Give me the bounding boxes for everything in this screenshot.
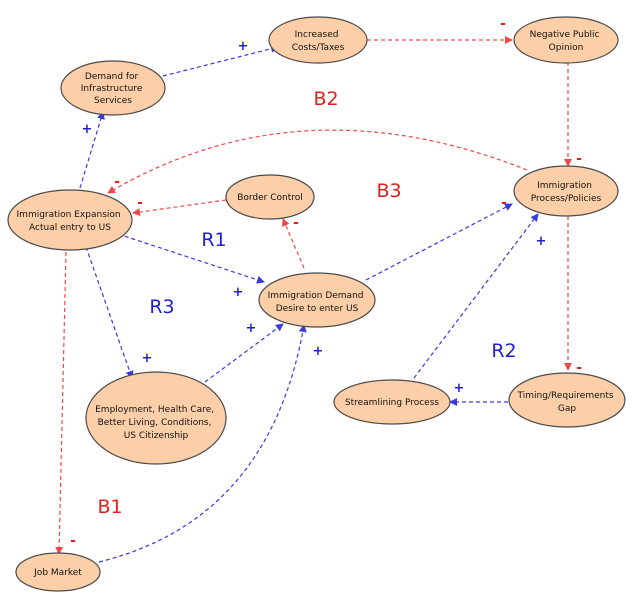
edges: [55, 36, 572, 563]
sign-demand-to-border: -: [293, 215, 299, 231]
loop-label-b1: B1: [97, 496, 122, 518]
edge-expansion-to-employment[interactable]: [85, 246, 134, 379]
polarity-signs: + + - - - - - + - + + - + - + +: [70, 16, 582, 549]
edge-jobmarket-to-demand[interactable]: [98, 324, 307, 563]
loop-label-b3: B3: [376, 180, 401, 202]
node-border-control[interactable]: Border Control: [225, 174, 315, 220]
node-increased-costs[interactable]: Increased Costs/Taxes: [268, 16, 368, 64]
sign-expansion-to-jobmarket: -: [70, 533, 76, 549]
sign-demand-to-process: -: [501, 195, 507, 211]
node-label: Timing/Requirements Gap: [517, 391, 617, 414]
edge-streamlining-to-process[interactable]: [413, 213, 539, 379]
loop-labels: B2 B3 R1 R3 R2 B1: [97, 88, 516, 518]
node-label: Job Market: [33, 568, 82, 578]
node-label: Streamlining Process: [345, 398, 439, 408]
nodes: Demand for Infrastructure Services Incre…: [7, 16, 626, 592]
sign-jobmarket-to-demand: +: [313, 344, 324, 359]
node-label: Demand for Infrastructure Services: [81, 72, 145, 106]
sign-streamlining-to-process: +: [536, 234, 547, 249]
node-label: Border Control: [237, 193, 303, 203]
edge-process-to-expansion[interactable]: [107, 129, 528, 194]
node-employment[interactable]: Employment, Health Care, Better Living, …: [85, 371, 227, 465]
sign-process-to-timing: -: [576, 360, 582, 376]
sign-timing-to-streamlining: +: [454, 381, 465, 396]
sign-process-to-expansion: -: [114, 174, 120, 190]
node-timing-gap[interactable]: Timing/Requirements Gap: [508, 372, 626, 428]
node-label: Employment, Health Care, Better Living, …: [95, 405, 217, 441]
sign-infrastructure-to-costs: +: [238, 39, 249, 54]
sign-employment-to-demand: +: [246, 321, 257, 336]
sign-expansion-to-infrastructure: +: [82, 122, 93, 137]
loop-label-r3: R3: [149, 296, 174, 318]
edge-expansion-to-jobmarket[interactable]: [55, 251, 67, 555]
node-negative-opinion[interactable]: Negative Public Opinion: [513, 16, 619, 64]
sign-opinion-to-process: -: [576, 151, 582, 167]
node-demand-infrastructure[interactable]: Demand for Infrastructure Services: [60, 60, 166, 116]
loop-label-r2: R2: [491, 340, 516, 362]
sign-expansion-to-demand: +: [233, 285, 244, 300]
node-label: Negative Public Opinion: [530, 30, 603, 53]
loop-label-r1: R1: [201, 229, 226, 251]
node-label: Immigration Process/Policies: [531, 181, 602, 204]
node-immigration-process[interactable]: Immigration Process/Policies: [513, 165, 619, 217]
edge-border-to-expansion[interactable]: [132, 199, 227, 216]
edge-demand-to-border[interactable]: [282, 218, 305, 269]
edge-expansion-to-demand[interactable]: [117, 233, 265, 284]
node-streamlining[interactable]: Streamlining Process: [333, 379, 451, 425]
sign-costs-to-opinion: -: [500, 16, 506, 32]
node-label: Increased Costs/Taxes: [292, 30, 345, 53]
loop-label-b2: B2: [313, 88, 338, 110]
node-label: Immigration Demand Desire to enter US: [268, 291, 367, 314]
edge-infrastructure-to-costs[interactable]: [162, 44, 279, 77]
node-immigration-expansion[interactable]: Immigration Expansion Actual entry to US: [7, 189, 133, 251]
edge-employment-to-demand[interactable]: [204, 323, 284, 383]
node-immigration-demand[interactable]: Immigration Demand Desire to enter US: [258, 272, 376, 328]
node-job-market[interactable]: Job Market: [15, 552, 101, 592]
node-label: Immigration Expansion Actual entry to US: [17, 210, 124, 233]
edge-expansion-to-infrastructure[interactable]: [79, 111, 105, 189]
sign-expansion-to-employment: +: [142, 351, 153, 366]
sign-border-to-expansion: -: [137, 195, 143, 211]
edge-demand-to-process[interactable]: [365, 203, 513, 281]
